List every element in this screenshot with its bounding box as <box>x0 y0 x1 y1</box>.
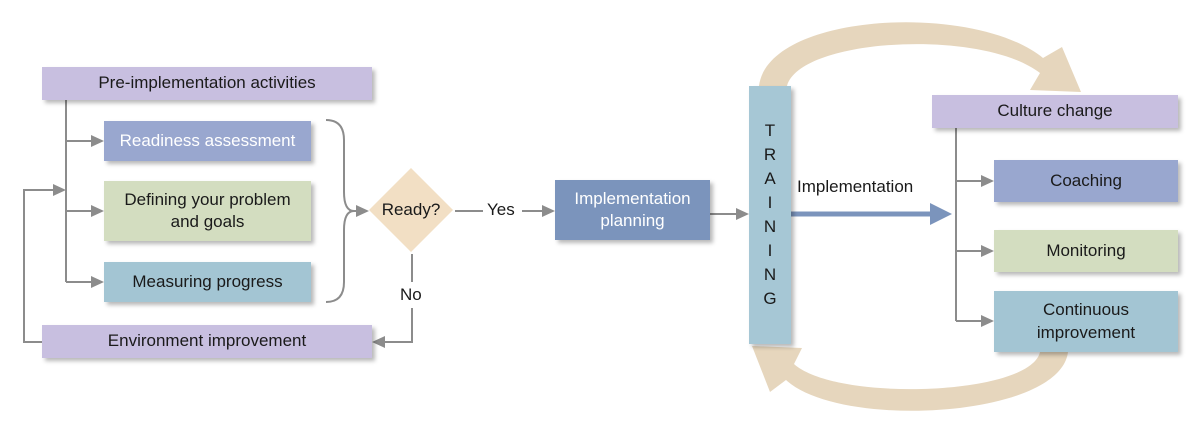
implementation-arrowhead <box>930 203 952 225</box>
implementation-planning-box: Implementation planning <box>555 180 710 240</box>
defining-problem-goals-label-line1: Defining your problem <box>124 189 291 209</box>
readiness-assessment-label: Readiness assessment <box>119 130 296 150</box>
ready-label: Ready? <box>381 200 441 219</box>
continuous-improvement-label-line2: improvement <box>1036 322 1136 342</box>
bottom-cycle-arrow <box>752 346 1068 411</box>
culture-change-label: Culture change <box>997 101 1113 121</box>
continuous-improvement-box: Continuous improvement <box>994 291 1178 352</box>
grouping-brace <box>325 119 355 303</box>
pre-implementation-activities-label: Pre-implementation activities <box>98 73 316 93</box>
coaching-label: Coaching <box>1050 170 1122 190</box>
training-letter: I <box>767 193 773 212</box>
yes-arrowhead <box>542 205 555 217</box>
implementation-planning-label-line2: planning <box>600 211 665 230</box>
planning-to-training-arrowhead <box>736 208 749 220</box>
defining-problem-goals-box: Defining your problem and goals <box>104 181 311 241</box>
environment-loop-arrowhead <box>53 184 66 196</box>
no-label: No <box>400 285 422 304</box>
training-letter: A <box>764 169 776 188</box>
training-letter: I <box>767 241 773 260</box>
training-letter: T <box>764 121 776 140</box>
no-connector <box>384 308 413 343</box>
yes-label: Yes <box>487 200 515 219</box>
top-cycle-arrow <box>759 22 1081 92</box>
ready-decision: Ready? <box>369 168 453 252</box>
measuring-progress-box: Measuring progress <box>104 262 311 302</box>
coaching-box: Coaching <box>994 160 1178 202</box>
monitoring-box: Monitoring <box>994 230 1178 272</box>
environment-improvement-box: Environment improvement <box>42 325 372 358</box>
training-letter: N <box>763 217 777 236</box>
readiness-assessment-box: Readiness assessment <box>104 121 311 161</box>
training-letter: N <box>763 265 777 284</box>
culture-change-box: Culture change <box>932 95 1178 128</box>
implementation-label: Implementation <box>797 177 914 196</box>
training-bar: T R A I N I N G <box>749 86 791 344</box>
environment-improvement-label: Environment improvement <box>107 331 307 351</box>
implementation-planning-label-line1: Implementation <box>574 188 691 208</box>
ready-diamond-shape <box>369 168 453 252</box>
environment-loop-connector <box>23 189 54 343</box>
measuring-progress-label: Measuring progress <box>132 271 283 291</box>
training-letter: R <box>763 145 777 164</box>
pre-implementation-activities-box: Pre-implementation activities <box>42 67 372 100</box>
culture-change-arrowheads <box>981 175 994 327</box>
no-arrowhead <box>372 336 385 348</box>
monitoring-label: Monitoring <box>1046 240 1126 260</box>
brace-to-ready-arrowhead <box>356 205 369 217</box>
pre-implementation-connectors <box>65 100 92 283</box>
defining-problem-goals-label-line2: and goals <box>170 212 245 231</box>
continuous-improvement-label-line1: Continuous <box>1042 300 1129 320</box>
culture-change-connectors <box>955 127 982 322</box>
pre-implementation-arrowheads <box>91 135 104 288</box>
training-letter: G <box>763 289 777 308</box>
